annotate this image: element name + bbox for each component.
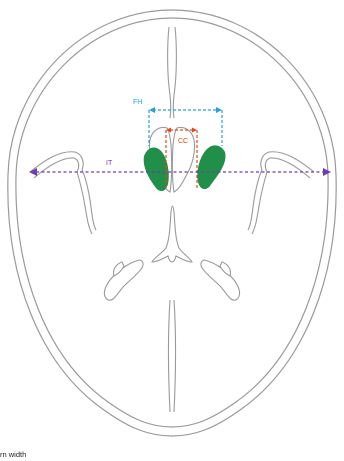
fh-left-arrowhead [149, 107, 155, 113]
it-label: IT [106, 160, 113, 167]
fh-label: FH [133, 99, 142, 106]
third-ventricle [152, 206, 192, 262]
cc-label: CC [178, 138, 188, 145]
caption-fragment: rn width [0, 450, 26, 459]
cc-right-arrowhead [192, 128, 197, 133]
left-sylvian-fissure [30, 152, 96, 234]
posterior-falx [169, 300, 176, 412]
anterior-falx [168, 27, 177, 118]
right-sylvian-fissure [248, 152, 314, 234]
fh-right-arrowhead [216, 107, 222, 113]
right-caudate-head [197, 145, 225, 189]
it-right-arrowhead [323, 168, 331, 176]
